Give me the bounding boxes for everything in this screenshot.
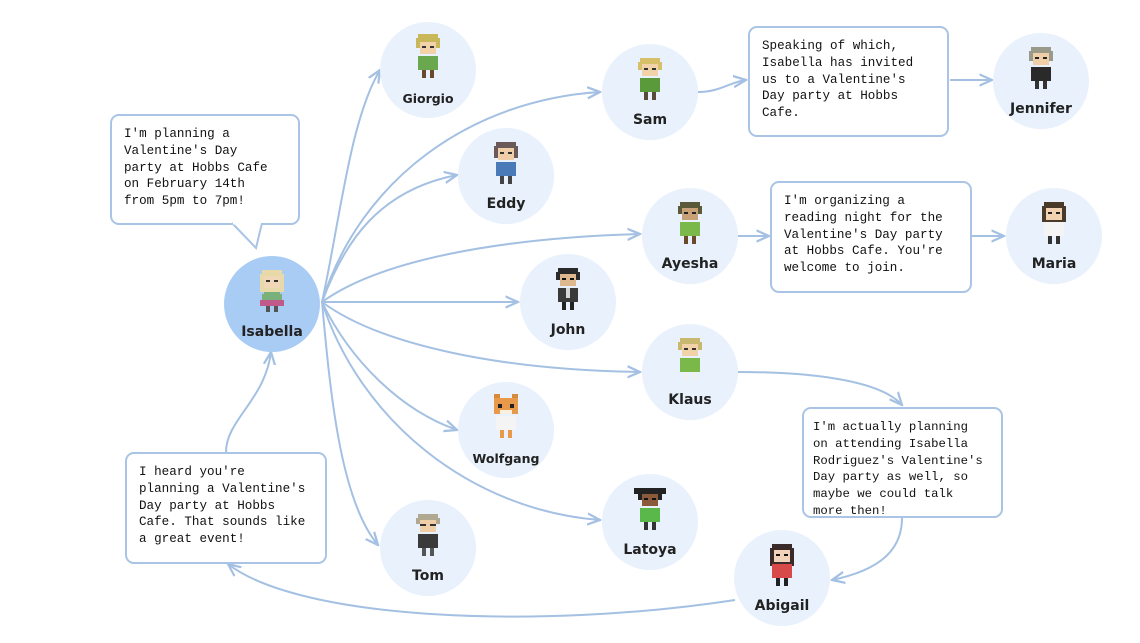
john-avatar-icon xyxy=(556,268,580,310)
klaus-message-bubble: I'm actually planning on attending Isabe… xyxy=(802,407,1003,518)
edge-isabella-giorgio xyxy=(321,70,380,303)
john-node[interactable]: John xyxy=(520,254,616,350)
edge-isabella-eddy xyxy=(321,175,457,303)
eddy-label: Eddy xyxy=(486,196,526,212)
jennifer-label: Jennifer xyxy=(1010,101,1072,117)
latoya-node[interactable]: Latoya xyxy=(602,474,698,570)
edge-isabella-ayesha xyxy=(321,234,640,303)
sam-label: Sam xyxy=(632,112,668,128)
isabella-message-bubble: I'm planning a Valentine's Day party at … xyxy=(110,114,300,225)
john-label: John xyxy=(550,322,586,338)
abigail-node[interactable]: Abigail xyxy=(734,530,830,626)
eddy-node[interactable]: Eddy xyxy=(458,128,554,224)
ayesha-node[interactable]: Ayesha xyxy=(642,188,738,284)
giorgio-avatar-icon xyxy=(416,34,440,78)
tom-label: Tom xyxy=(412,568,444,584)
isabella-bubble-tail xyxy=(231,222,263,250)
wolfgang-avatar-icon xyxy=(494,394,518,438)
isabella-avatar-icon xyxy=(260,270,284,312)
isabella-label: Isabella xyxy=(241,324,303,340)
abigail-message-bubble: I heard you're planning a Valentine's Da… xyxy=(125,452,327,564)
edge-isabella-latoya xyxy=(321,301,600,520)
eddy-avatar-icon xyxy=(494,142,518,184)
jennifer-avatar-icon xyxy=(1029,47,1053,89)
edge-sam-bubble xyxy=(697,80,746,93)
edge-klaus-bubble xyxy=(737,371,902,405)
abigail-label: Abigail xyxy=(754,598,810,614)
latoya-avatar-icon xyxy=(634,488,666,530)
wolfgang-node[interactable]: Wolfgang xyxy=(458,382,554,478)
ayesha-avatar-icon xyxy=(678,202,702,244)
isabella-node[interactable]: Isabella xyxy=(224,256,320,352)
ayesha-message-bubble: I'm organizing a reading night for the V… xyxy=(770,181,972,293)
edge-isabella-wolfgang xyxy=(321,301,457,430)
edge-isabella-sam xyxy=(321,92,600,303)
tom-avatar-icon xyxy=(416,514,440,556)
latoya-label: Latoya xyxy=(623,542,677,558)
wolfgang-label: Wolfgang xyxy=(472,451,540,466)
klaus-node[interactable]: Klaus xyxy=(642,324,738,420)
tom-node[interactable]: Tom xyxy=(380,500,476,596)
edge-isabella-tom xyxy=(321,301,378,545)
giorgio-node[interactable]: Giorgio xyxy=(380,22,476,118)
sam-avatar-icon xyxy=(638,58,662,100)
sam-message-bubble: Speaking of which, Isabella has invited … xyxy=(748,26,949,137)
edge-isabella-klaus xyxy=(321,301,640,372)
sam-node[interactable]: Sam xyxy=(602,44,698,140)
abigail-avatar-icon xyxy=(770,544,794,586)
maria-avatar-icon xyxy=(1042,202,1066,244)
edge-abigail-bubble xyxy=(228,564,736,618)
maria-label: Maria xyxy=(1031,256,1077,272)
edge-abigailbubble-isabella xyxy=(225,352,271,453)
maria-node[interactable]: Maria xyxy=(1006,188,1102,284)
ayesha-label: Ayesha xyxy=(661,256,719,272)
jennifer-node[interactable]: Jennifer xyxy=(993,33,1089,129)
giorgio-label: Giorgio xyxy=(402,91,454,106)
klaus-avatar-icon xyxy=(678,338,702,380)
edge-klausbubble-abigail xyxy=(832,517,903,580)
klaus-label: Klaus xyxy=(668,392,712,408)
